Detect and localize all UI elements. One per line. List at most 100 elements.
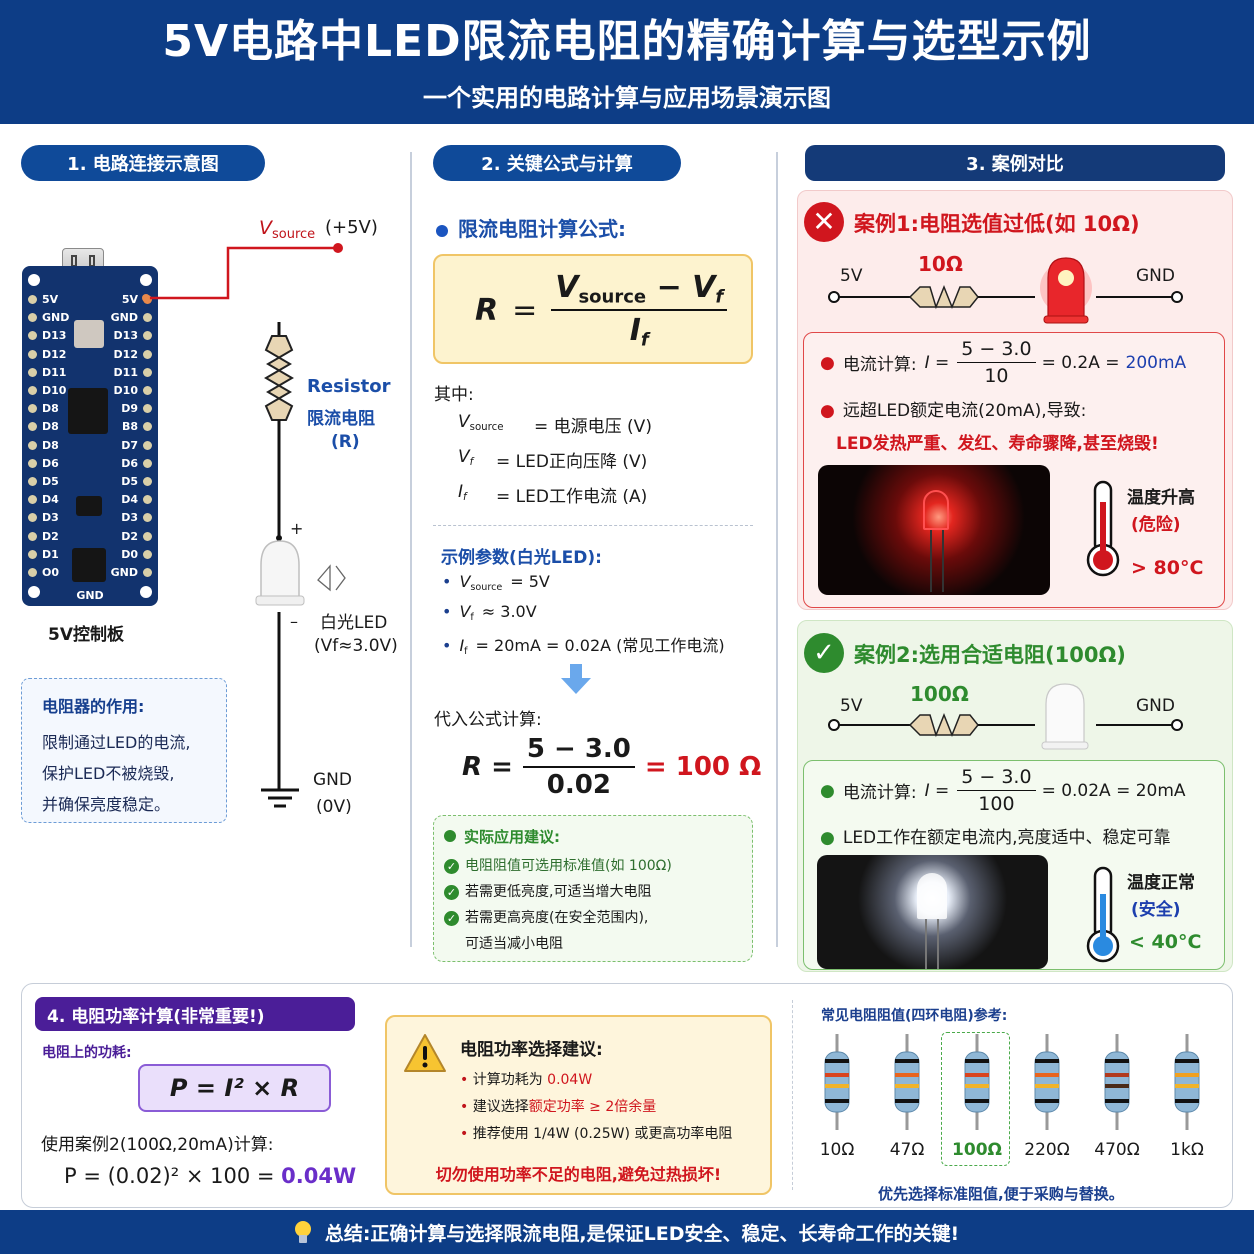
case2-temp-status: (安全) [1131,900,1181,920]
pin-hole-icon [143,313,152,323]
pin-hole-icon [28,349,37,359]
note-line: 保护LED不被烧毁, [42,764,175,783]
section3-title: 3. 案例对比 [805,145,1225,181]
param-row: •If= 20mA = 0.02A (常见工作电流) [442,636,725,657]
case1-gnd-label: GND [1136,266,1175,286]
section1-title: 1. 电路连接示意图 [21,145,265,181]
divider [792,1000,793,1190]
check-icon: ✓ [444,884,459,900]
pin-label-right: D6 [121,456,138,470]
board-pin-row: D8 B8 [22,418,158,436]
resistor-option: 1kΩ [1170,1034,1204,1174]
pin-hole-icon [28,313,37,323]
pin-label-left: D8 [42,420,59,434]
resistor-ref-title: 常见电阻阻值(四环电阻)参考: [821,1008,1008,1024]
pin-label-left: D6 [42,456,59,470]
case1-resistor-value: 10Ω [918,252,963,276]
section4-title: 4. 电阻功率计算(非常重要!) [35,997,355,1031]
note-line: 并确保亮度稳定。 [42,795,171,814]
board-pin-row: O0 GND [22,564,158,582]
vsource-label: Vsource [259,217,316,242]
board-label: 5V控制板 [48,625,124,645]
board-pin-row: D13 D13 [22,327,158,345]
case2-temp-title: 温度正常 [1127,873,1195,893]
resistor-option: 100Ω [952,1034,1002,1174]
board-pin-row: D8 D7 [22,437,158,455]
resistor-value-label: 470Ω [1094,1140,1140,1160]
power-label: 电阻上的功耗: [42,1045,132,1061]
resistor-ref-note: 优先选择标准阻值,便于采购与替换。 [878,1185,1124,1203]
advice-box: 实际应用建议: ✓电阻阻值可选用标准值(如 100Ω) ✓若需更低亮度,可适当增… [433,815,753,962]
pin-label-left: D8 [42,438,59,452]
white-led-photo [817,855,1048,969]
led-vf: (Vf≈3.0V) [314,636,398,656]
pin-hole-icon [143,349,152,359]
summary-footer: 总结:正确计算与选择限流电阻,是保证LED安全、稳定、长寿命工作的关键! [0,1210,1254,1254]
pin-hole-icon [28,495,37,505]
pin-label-left: O0 [42,566,60,579]
resistor-option: 10Ω [820,1034,854,1174]
resistor-option: 47Ω [890,1034,924,1174]
pin-label-right: GND [110,311,138,325]
pin-hole-icon [28,404,37,414]
pin-hole-icon [28,331,37,341]
check-icon: ✓ [444,858,459,874]
pin-hole-icon [28,367,37,377]
arrow-down-icon [561,664,591,694]
case2-line2: ●LED工作在额定电流内,亮度适中、稳定可靠 [820,828,1171,848]
pin-hole-icon [143,531,152,541]
pin-hole-icon [143,568,152,577]
case2-power-label: 使用案例2(100Ω,20mA)计算: [41,1135,274,1155]
case2-title: 案例2:选用合适电阻(100Ω) [854,643,1126,667]
pin-hole-icon [143,513,152,523]
pin-label-right: D10 [113,384,138,397]
pin-label-left: D3 [42,511,59,525]
pin-hole-icon [143,477,152,486]
pin-label-left: D13 [42,329,67,343]
resistor-icon [964,1034,990,1130]
power-advice-box: 电阻功率选择建议: • 计算功耗为 0.04W • 建议选择额定功率 ≥ 2倍余… [385,1015,772,1195]
resistor-label-cn: 限流电阻 [307,409,375,429]
pin-label-right: D13 [113,329,138,343]
check-icon: ✓ [444,910,459,926]
pin-hole-icon [28,477,37,486]
pin-label-right: GND [110,566,138,579]
pin-label-right: D7 [121,438,138,452]
pin-hole-icon [28,386,37,395]
divider [433,525,753,526]
pin-label-left: D4 [42,493,59,507]
selected-resistor-highlight [941,1032,1010,1166]
pin-label-right: D11 [113,365,138,379]
pin-hole-icon [143,367,152,377]
definition-row: If= LED工作电流 (A) [458,482,648,507]
success-check-icon: ✓ [804,633,844,673]
pin-hole-icon [28,422,37,432]
calc-label: 代入公式计算: [434,710,542,730]
pin-label-right: D0 [121,547,138,561]
case1-circuit [828,257,1183,324]
case2-temp-value: < 40°C [1129,931,1202,953]
pin-label-right: B8 [121,420,138,434]
warning-triangle-icon [404,1034,446,1072]
pin-label-left: GND [42,311,70,325]
pin-label-right: 5V [121,293,138,306]
case2-gnd-label: GND [1136,696,1175,716]
example-title: 示例参数(白光LED): [441,548,602,568]
pin-label-right: D12 [113,347,138,361]
board-pin-row: GND GND [22,309,158,327]
case1-warning: LED发热严重、发红、寿命骤降,甚至烧毁! [836,434,1159,454]
power-advice-title: 电阻功率选择建议: [460,1040,603,1060]
pin-hole-icon [28,458,37,468]
thermometer-normal-icon [1086,866,1120,963]
param-row: •Vsource= 5V [442,572,550,593]
pin-label-left: 5V [42,293,59,306]
case1-title: 案例1:电阻选值过低(如 10Ω) [854,212,1140,236]
error-x-icon: ✕ [804,202,844,242]
case1-5v-label: 5V [840,266,863,286]
resistor-label-en: Resistor [307,376,391,397]
